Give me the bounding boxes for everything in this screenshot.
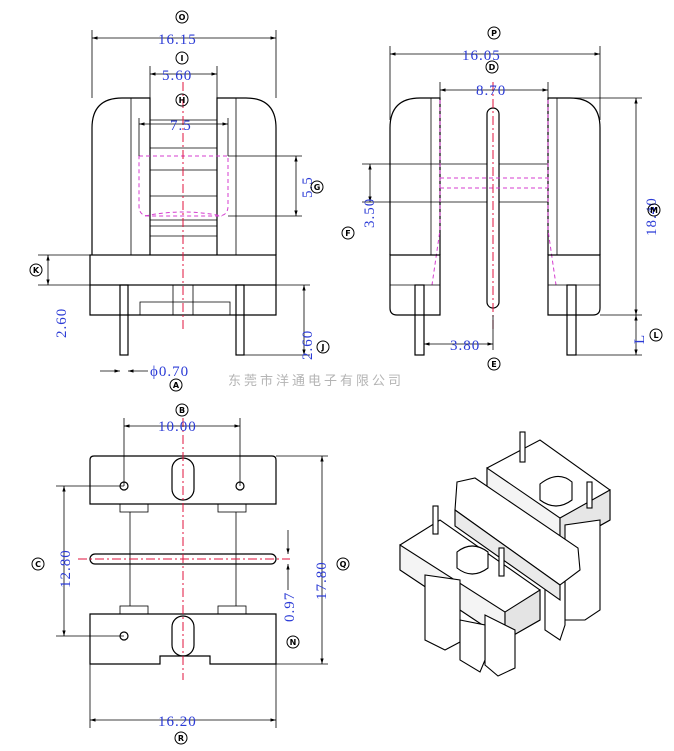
label-J: J [316,340,330,354]
dim-front-inner: 7.5 [170,118,192,134]
isometric-view [399,431,611,677]
svg-text:O: O [179,13,186,22]
label-A: A [169,378,183,392]
label-B: B [175,403,189,417]
label-P: P [487,26,501,40]
svg-text:F: F [345,229,350,238]
svg-text:G: G [314,183,321,192]
label-K: K [29,263,43,277]
label-M: M [647,203,661,217]
svg-text:C: C [35,560,41,569]
label-F: F [341,226,355,240]
label-E: E [487,357,501,371]
dimension-texts: 16.15 5.60 7.5 5.5 2.60 2.60 ϕ0.70 16.05… [54,32,660,730]
dim-bottom-pitch: 10.00 [158,419,197,435]
svg-text:D: D [489,63,496,72]
company-watermark: 东莞市洋通电子有限公司 [228,373,404,389]
label-O: O [175,10,189,24]
label-D: D [485,60,499,74]
dim-pin-diameter: ϕ0.70 [150,364,189,380]
dim-front-window: 5.5 [300,176,316,198]
dim-side-width: 16.05 [462,48,501,64]
dim-side-inner: 8.70 [476,83,506,99]
svg-text:N: N [290,638,297,647]
label-R: R [174,731,188,745]
svg-text:H: H [179,96,186,105]
dim-side-pin-position: 3.80 [450,338,480,354]
label-C: C [31,557,45,571]
bottom-view [56,418,328,728]
svg-text:B: B [179,406,185,415]
svg-text:R: R [178,734,184,743]
svg-text:K: K [33,266,40,275]
svg-text:E: E [491,360,496,369]
dim-side-height: 18.40 [644,197,660,236]
dim-bottom-span: 12.80 [58,549,74,588]
svg-text:P: P [491,29,497,38]
svg-text:I: I [181,54,184,63]
label-G: G [310,180,324,194]
dim-front-slot: 5.60 [162,68,192,84]
svg-text:Q: Q [340,560,347,569]
svg-text:L: L [653,331,658,340]
side-view [362,46,642,356]
dim-bottom-height: 17.80 [314,561,330,600]
dim-side-flange: 3.50 [362,198,378,228]
dim-bottom-gap: 0.97 [282,592,298,622]
reference-labels: O I H G K J A P D M F L E B C Q N R [29,10,663,745]
svg-text:J: J [321,343,325,352]
label-N: N [286,635,300,649]
dim-side-pin-length: L [632,334,648,344]
dim-bottom-width: 16.20 [158,714,197,730]
label-L: L [649,328,663,342]
svg-text:M: M [650,206,658,215]
dim-front-width: 16.15 [158,32,197,48]
label-I: I [175,51,189,65]
label-H: H [175,93,189,107]
label-Q: Q [336,557,350,571]
svg-text:A: A [173,381,180,390]
dim-front-base: 2.60 [54,308,70,338]
front-view [38,30,310,373]
dim-front-pin-length: 2.60 [300,330,316,360]
